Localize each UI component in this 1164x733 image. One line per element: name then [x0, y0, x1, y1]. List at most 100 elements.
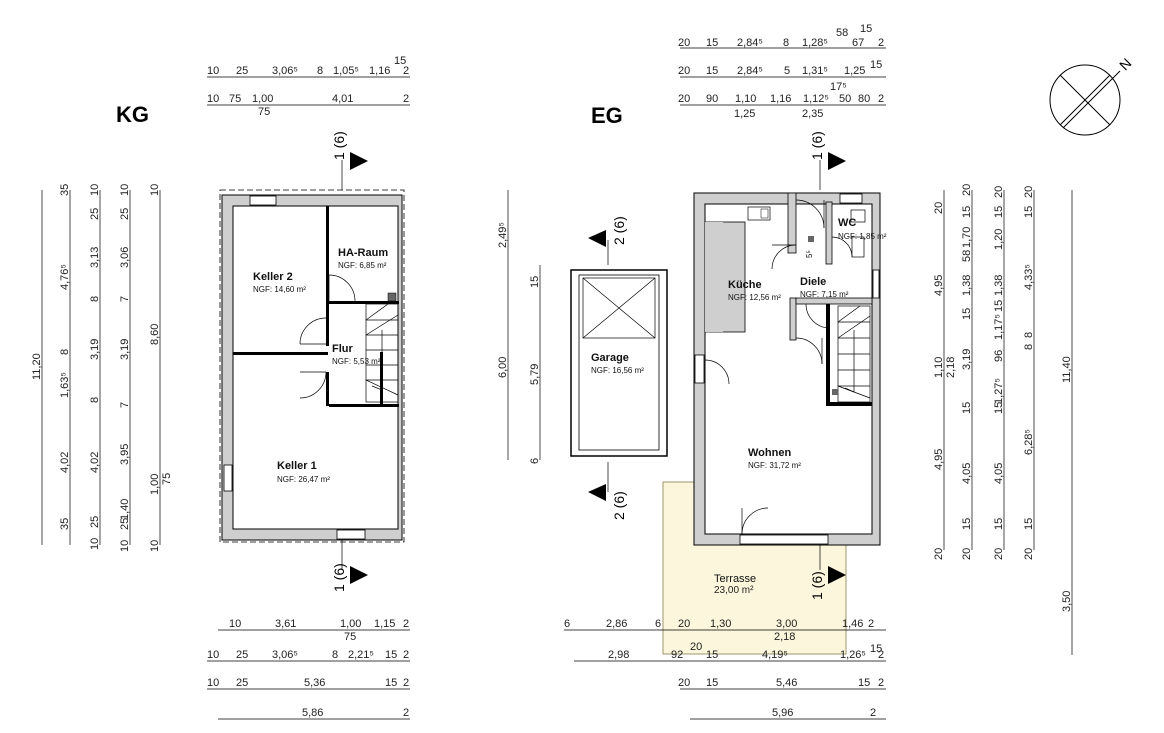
dim-label: 10	[149, 540, 161, 552]
kg-stairs	[365, 303, 399, 403]
dim-label: 1,31⁵	[802, 65, 828, 77]
dim-label: 15	[1023, 206, 1035, 218]
dim-label: 15	[385, 677, 397, 689]
garage: Garage NGF: 16,56 m²	[570, 269, 668, 457]
dim-label: 1,10	[933, 357, 945, 378]
dim-label: 25	[236, 65, 248, 77]
dim-label: 17⁵	[830, 81, 847, 93]
dim-label: 15	[993, 402, 1005, 414]
dim-label: 80	[858, 93, 870, 105]
dim-label: 20	[933, 548, 945, 560]
kg-door-swing-k1	[299, 371, 327, 399]
dim-label: 20	[1023, 548, 1035, 560]
dim-label: 2	[878, 649, 884, 661]
dim-label: 20	[993, 186, 1005, 198]
kg-bottom-dimensions: 10 3,61 1,00 75 1,15 2 10 25 3,06⁵ 8 2,2…	[207, 618, 410, 720]
compass-north-label: N	[1116, 55, 1134, 73]
dim-label: 6,28⁵	[1023, 429, 1035, 455]
dim-label: 7	[119, 402, 131, 408]
eg-room-name: Diele	[800, 276, 826, 288]
kg-door-swing-k2	[299, 317, 327, 345]
dim-label: 3,61	[275, 618, 296, 630]
dim-label: 3,95	[119, 444, 131, 465]
dim-label: 10	[149, 184, 161, 196]
dim-label: 2	[403, 677, 409, 689]
dim-label: 2,18	[774, 631, 795, 643]
dim-label: 1,40	[119, 499, 131, 520]
eg-plan: 5⁵ WC NGF: 1,85 m² Küche NGF: 12,56 m² D…	[693, 192, 887, 546]
eg-door-swing-wc	[831, 236, 853, 258]
kg-plan: Keller 2 NGF: 14,60 m² HA-Raum NGF: 6,85…	[219, 189, 405, 543]
dim-label: 75	[229, 93, 241, 105]
dim-label: 1,38	[961, 275, 973, 296]
dim-label: 15	[870, 643, 882, 655]
eg-room-name: Garage	[591, 352, 629, 364]
dim-label: 15	[529, 276, 541, 288]
dim-label: 15	[993, 206, 1005, 218]
dim-label: 4,02	[89, 452, 101, 473]
kg-room-name: HA-Raum	[338, 247, 388, 259]
dim-label: 25	[89, 516, 101, 528]
dim-label: 10	[119, 184, 131, 196]
dim-label: 3,00	[776, 618, 797, 630]
dim-label: 92	[671, 649, 683, 661]
dim-label: 10	[89, 538, 101, 550]
eg-room-area: NGF: 16,56 m²	[591, 366, 644, 375]
dim-label: 8	[59, 349, 71, 355]
dim-label: 8,60	[149, 324, 161, 345]
dim-label: 5⁵	[805, 250, 814, 258]
dim-label: 2	[403, 649, 409, 661]
dim-label: 10	[207, 93, 219, 105]
dim-label: 15	[961, 206, 973, 218]
dim-label: 96	[993, 350, 1005, 362]
garage-dimensions: 2,49⁵ 15 6,00 5,79 6	[497, 190, 541, 464]
dim-label: 20	[961, 184, 973, 196]
eg-room-name: Küche	[728, 279, 762, 291]
eg-section-marker-top: 1 (6)	[809, 131, 846, 190]
dim-label: 4,05	[961, 463, 973, 484]
dim-label: 4,05	[993, 463, 1005, 484]
dim-label: 5,36	[304, 677, 325, 689]
eg-room-name: Terrasse	[714, 573, 756, 585]
dim-label: 2	[870, 707, 876, 719]
dim-label: 25	[119, 208, 131, 220]
dim-label: 2,84⁵	[737, 65, 763, 77]
dim-label: 1,46	[842, 618, 863, 630]
dim-label: 15	[385, 649, 397, 661]
dim-label: 2	[878, 677, 884, 689]
dim-label: 90	[706, 93, 718, 105]
dim-label: 4,01	[332, 93, 353, 105]
dim-label: 4,95	[933, 275, 945, 296]
dim-label: 15	[961, 402, 973, 414]
dim-label: 75	[161, 473, 173, 485]
dim-label: 15	[860, 23, 872, 35]
dim-label: 4,02	[59, 452, 71, 473]
dim-label: 8	[317, 65, 323, 77]
dim-label: 20	[678, 65, 690, 77]
section-label: 1 (6)	[331, 563, 347, 592]
section-label: 1 (6)	[331, 131, 347, 160]
dim-label: 3,19	[961, 349, 973, 370]
eg-room-area: 23,00 m²	[714, 585, 754, 596]
dim-label: 1,00	[149, 474, 161, 495]
dim-label: 15	[993, 518, 1005, 530]
dim-label: 3,50	[1061, 591, 1073, 612]
dim-label: 5	[784, 65, 790, 77]
dim-label: 1,38	[993, 275, 1005, 296]
eg-room-area: NGF: 7,15 m²	[800, 290, 849, 299]
dim-label: 1,10	[735, 93, 756, 105]
dim-label: 1,26⁵	[840, 649, 866, 661]
dim-label: 4,76⁵	[59, 264, 71, 290]
dim-label: 5,86	[302, 707, 323, 719]
dim-label: 20	[678, 677, 690, 689]
dim-label: 3,19	[89, 339, 101, 360]
dim-label: 15	[993, 300, 1005, 312]
dim-label: 2	[878, 37, 884, 49]
dim-label: 4,19⁵	[762, 649, 788, 661]
dim-label: 1,05⁵	[333, 65, 359, 77]
eg-right-dimensions: 20 4,95 15 1,10 2,18 15 4,95 20 20 15 1,…	[933, 184, 1073, 655]
dim-label: 20	[993, 548, 1005, 560]
dim-label: 1,00	[340, 618, 361, 630]
eg-room-area: NGF: 31,72 m²	[748, 461, 801, 470]
